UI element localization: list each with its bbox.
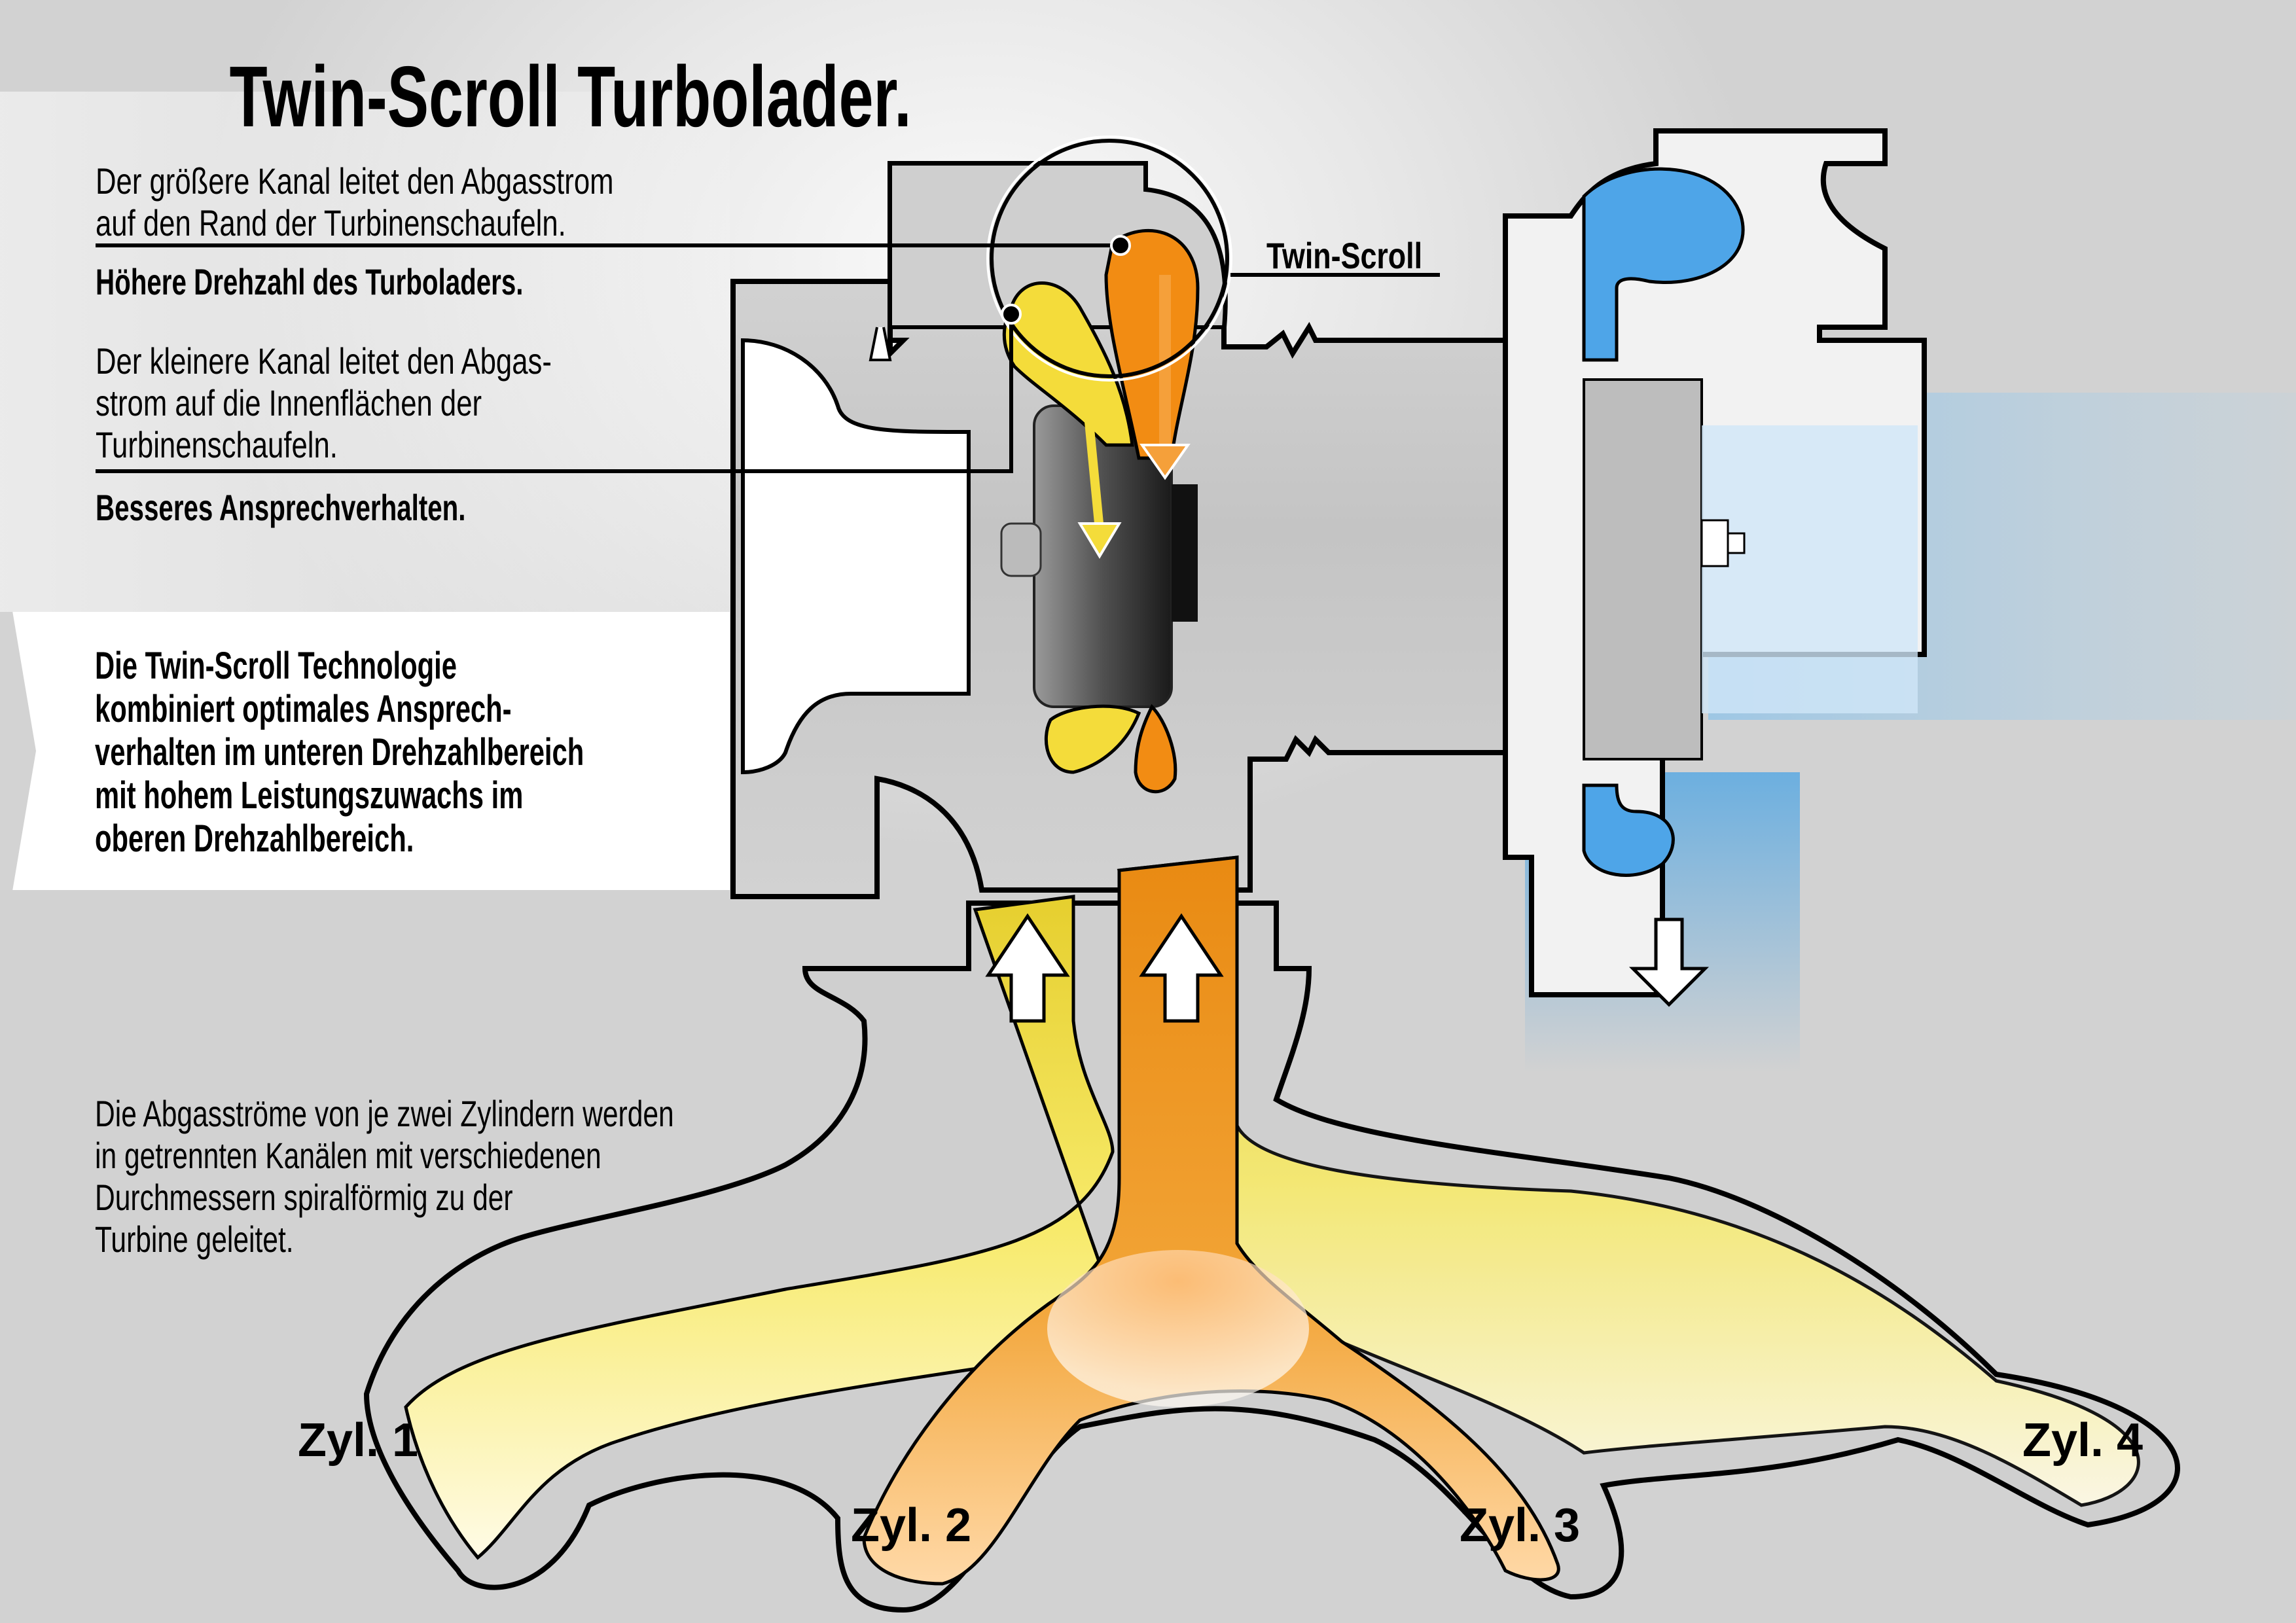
compressor-volute-bottom — [1582, 783, 1675, 877]
leader-line-large — [96, 235, 1131, 256]
page-title: Twin-Scroll Turbolader. — [229, 48, 912, 145]
large-scroll-channel-lower — [1134, 704, 1177, 794]
exhaust-manifold — [363, 855, 2180, 1613]
compressor-volute-top — [1582, 167, 1745, 362]
cylinder-label-2: Zyl. 2 — [851, 1499, 971, 1552]
compressor-inlet — [1702, 425, 1918, 713]
small-channel-runners — [404, 895, 1115, 1560]
left-info-panel — [0, 92, 730, 612]
compressor-wheel — [1583, 378, 1703, 760]
cylinder-label-1: Zyl. 1 — [298, 1414, 418, 1467]
manifold-note: Die Abgasströme von je zwei Zylindern we… — [95, 1093, 674, 1260]
summary-text: Die Twin-Scroll Technologie kombiniert o… — [95, 645, 584, 860]
flow-arrow-yellow — [1075, 327, 1122, 559]
small-scroll-channel-lower — [1045, 704, 1141, 774]
air-down-arrow — [1628, 918, 1710, 1007]
lower-description: Der kleinere Kanal leitet den Abgas- str… — [96, 340, 552, 465]
twin-scroll-magnifier — [990, 139, 1229, 378]
exhaust-up-arrow-yellow — [985, 913, 1070, 1023]
exhaust-up-arrow-orange — [1139, 913, 1224, 1023]
turbine-wheel — [1000, 404, 1198, 708]
cylinder-label-3: Zyl. 3 — [1460, 1499, 1580, 1552]
bullet-better-response: Besseres Ansprechverhalten. — [96, 487, 466, 528]
summary-box — [0, 612, 730, 890]
large-scroll-channel — [1104, 228, 1200, 460]
compressor-housing — [1503, 128, 1927, 997]
small-channel-runners-right — [1117, 855, 2140, 1507]
upper-description: Der größere Kanal leitet den Abgasstrom … — [96, 160, 614, 243]
twin-scroll-label: Twin-Scroll — [1266, 235, 1422, 276]
leader-line-small — [96, 304, 1022, 473]
cylinder-label-4: Zyl. 4 — [2022, 1414, 2143, 1467]
bullet-higher-speed: Höhere Drehzahl des Turboladers. — [96, 261, 524, 302]
